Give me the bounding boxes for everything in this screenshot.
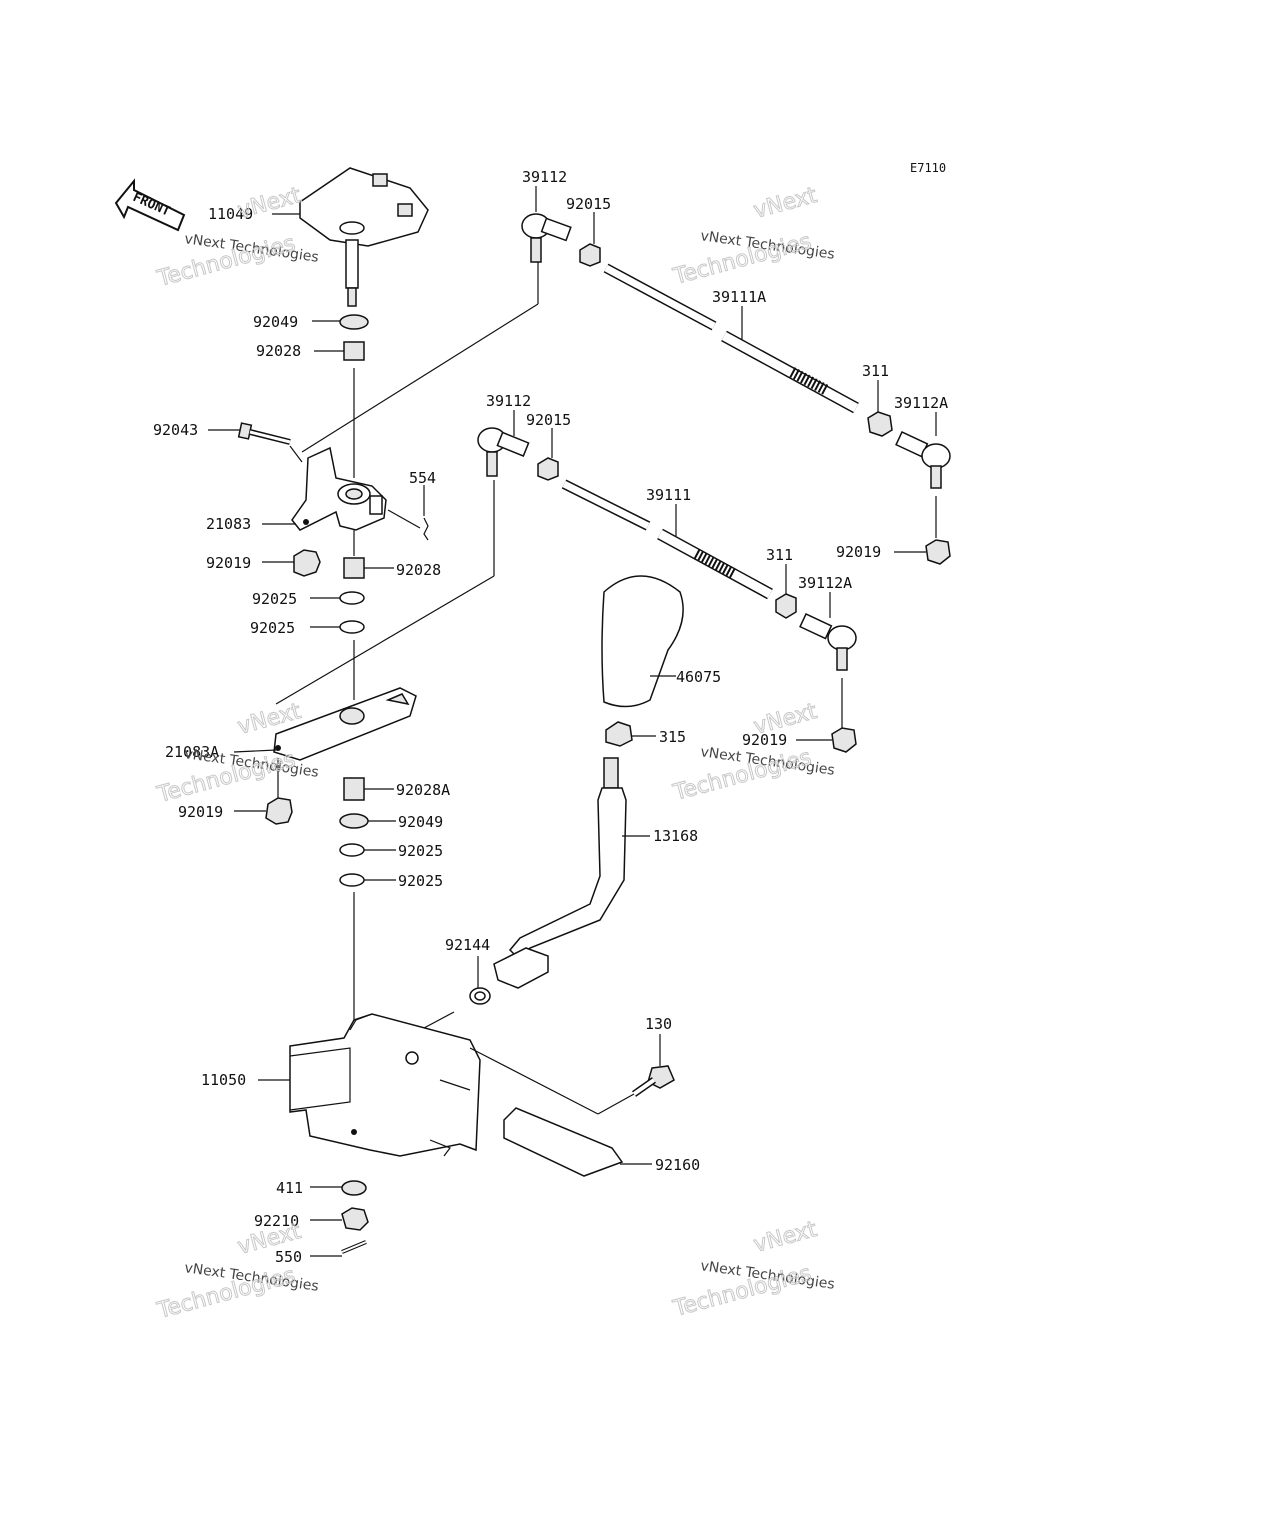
label-11049: 11049 <box>208 205 253 223</box>
label-311: 311 <box>862 362 889 380</box>
watermark: vNext vNext Technologies Technologies <box>670 182 836 290</box>
bracket-11050-icon <box>289 1013 481 1157</box>
label-92028A: 92028A <box>396 781 450 799</box>
washer-92025-icon <box>339 591 365 605</box>
tie-rod-39111-icon <box>561 479 773 600</box>
label-39112A: 39112A <box>894 394 948 412</box>
label-92015: 92015 <box>566 195 611 213</box>
label-92019: 92019 <box>178 803 223 821</box>
lever-21083-icon <box>291 446 387 531</box>
nut-92015-icon <box>579 243 601 267</box>
label-130: 130 <box>645 1015 672 1033</box>
nut-92019-right-icon <box>925 539 951 565</box>
diagram-code: E7110 <box>910 161 946 175</box>
label-550: 550 <box>275 1248 302 1266</box>
tie-rod-end-39112A-lower-icon <box>799 613 857 671</box>
nut-92019-lower-icon <box>265 797 293 825</box>
washer-92049-icon <box>339 314 369 330</box>
label-92025: 92025 <box>252 590 297 608</box>
collar-92028-lower-icon <box>343 557 365 579</box>
label-92210: 92210 <box>254 1212 299 1230</box>
label-39112A: 39112A <box>798 574 852 592</box>
label-39111: 39111 <box>646 486 691 504</box>
bolt-130-icon <box>631 1065 675 1097</box>
label-39111A: 39111A <box>712 288 766 306</box>
label-411: 411 <box>276 1179 303 1197</box>
label-92019: 92019 <box>206 554 251 572</box>
label-92025: 92025 <box>398 872 443 890</box>
label-39112: 39112 <box>486 392 531 410</box>
cotter-pin-554-icon <box>423 517 429 541</box>
collar-92028-icon <box>343 341 365 361</box>
bolt-92043-icon <box>237 422 291 445</box>
washer-411-icon <box>341 1180 367 1196</box>
svg-text:vNext: vNext <box>751 1217 820 1258</box>
shift-lever-13168-icon <box>493 757 627 989</box>
nut-315-icon <box>605 721 633 747</box>
washer-92025-icon <box>339 620 365 634</box>
knob-46075-icon <box>601 575 684 708</box>
pad-92160-icon <box>503 1107 624 1177</box>
label-92019: 92019 <box>836 543 881 561</box>
label-92019: 92019 <box>742 731 787 749</box>
label-39112: 39112 <box>522 168 567 186</box>
watermark: vNext vNext Technologies Technologies <box>154 1218 320 1324</box>
cotter-pin-550-icon <box>341 1240 367 1254</box>
tie-rod-39111A-icon <box>603 263 859 414</box>
washer-92049-lower-icon <box>339 813 369 829</box>
label-92028: 92028 <box>396 561 441 579</box>
washer-92025-lower-icon <box>339 873 365 887</box>
label-92028: 92028 <box>256 342 301 360</box>
label-21083A: 21083A <box>165 743 219 761</box>
nut-92019-lower-right-icon <box>831 727 857 753</box>
nut-311-icon <box>867 411 893 437</box>
label-92025: 92025 <box>398 842 443 860</box>
castle-nut-92210-icon <box>341 1207 369 1231</box>
label-92043: 92043 <box>153 421 198 439</box>
label-554: 554 <box>409 469 436 487</box>
label-92049: 92049 <box>253 313 298 331</box>
bracket-11049-icon <box>299 167 429 307</box>
label-13168: 13168 <box>653 827 698 845</box>
label-46075: 46075 <box>676 668 721 686</box>
nut-311-lower-icon <box>775 593 797 619</box>
label-92015: 92015 <box>526 411 571 429</box>
label-92144: 92144 <box>445 936 490 954</box>
label-315: 315 <box>659 728 686 746</box>
svg-text:vNext: vNext <box>235 183 304 224</box>
label-311: 311 <box>766 546 793 564</box>
washer-92025-lower-icon <box>339 843 365 857</box>
label-21083: 21083 <box>206 515 251 533</box>
watermark: vNext vNext Technologies Technologies <box>154 182 320 292</box>
watermark: vNext vNext Technologies Technologies <box>670 1216 836 1322</box>
svg-text:vNext: vNext <box>751 183 820 224</box>
label-92160: 92160 <box>655 1156 700 1174</box>
label-11050: 11050 <box>201 1071 246 1089</box>
spring-92144-icon <box>469 987 491 1005</box>
tie-rod-end-39112A-icon <box>895 431 951 489</box>
arm-21083A-icon <box>273 687 417 761</box>
tie-rod-end-39112-icon <box>521 213 572 263</box>
nut-92019-icon <box>293 549 321 577</box>
nut-92015-lower-icon <box>537 457 559 481</box>
watermark: vNext vNext Technologies Technologies <box>670 698 836 806</box>
collar-92028A-icon <box>343 777 365 801</box>
label-92025: 92025 <box>250 619 295 637</box>
tie-rod-end-39112-lower-icon <box>477 427 530 477</box>
label-92049: 92049 <box>398 813 443 831</box>
front-arrow-icon: FRONT <box>114 178 186 232</box>
